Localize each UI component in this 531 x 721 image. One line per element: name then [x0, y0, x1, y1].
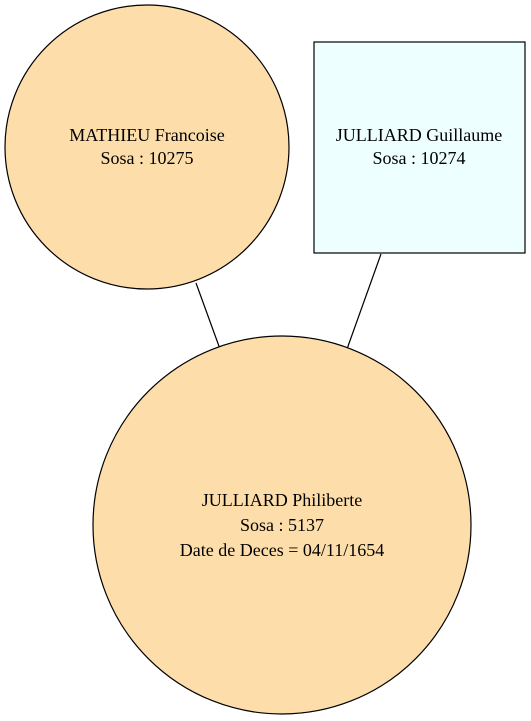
node-child-name: JULLIARD Philiberte	[202, 490, 362, 510]
node-father-shape	[313, 41, 526, 254]
node-mother-sosa: Sosa : 10275	[100, 148, 193, 168]
node-father-sosa: Sosa : 10274	[372, 148, 465, 168]
node-child[interactable]: JULLIARD Philiberte Sosa : 5137 Date de …	[92, 335, 472, 715]
node-child-sosa: Sosa : 5137	[240, 515, 324, 535]
node-mother-shape	[4, 4, 290, 290]
node-mother-name: MATHIEU Francoise	[69, 125, 224, 145]
node-father-name: JULLIARD Guillaume	[336, 125, 502, 145]
edge-mother-to-child	[195, 282, 221, 350]
node-child-shape	[92, 335, 472, 715]
node-mother[interactable]: MATHIEU Francoise Sosa : 10275	[4, 4, 290, 290]
node-father[interactable]: JULLIARD Guillaume Sosa : 10274	[313, 41, 526, 254]
node-child-death-date: Date de Deces = 04/11/1654	[180, 540, 384, 560]
edge-father-to-child	[346, 253, 382, 350]
